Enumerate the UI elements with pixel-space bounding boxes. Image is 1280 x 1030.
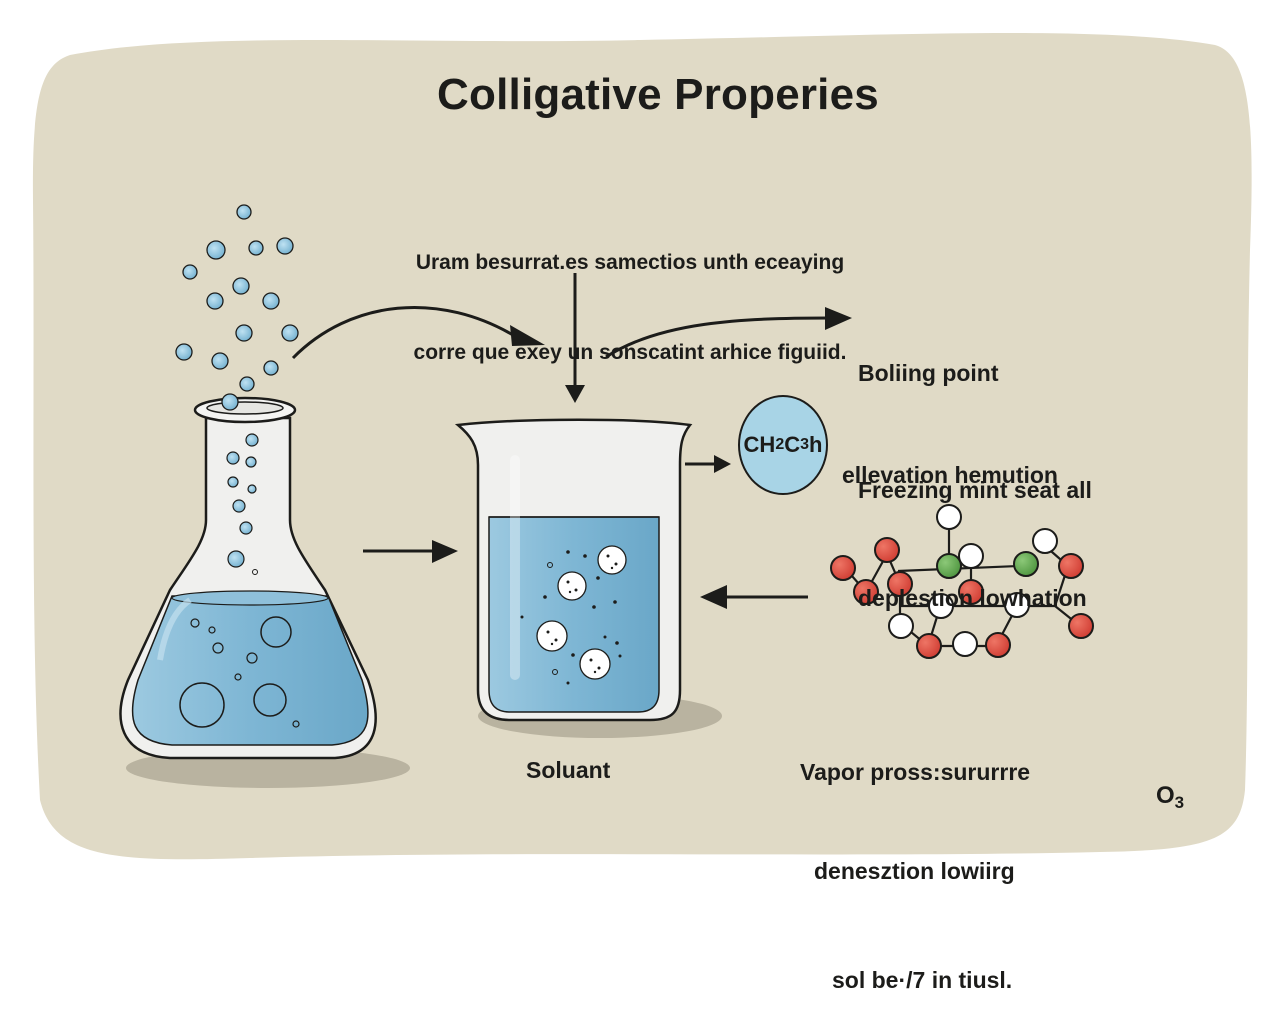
page-title: Colligative Properies [437,70,879,119]
intro-text: Uram besurrat.es samectios unth eceaying… [360,188,900,398]
molecule-icon [830,504,1094,659]
corner-formula-label: O3 [1156,782,1184,813]
intro-line-2: corre que exey un sonscatint arhice figu… [413,341,847,364]
boiling-line-2: ellevation hemution [842,462,1058,488]
beaker-icon [454,418,693,722]
curved-arrow-flask-to-beaker [291,306,519,360]
intro-line-1: Uram besurrat.es samectios unth eceaying [415,251,845,274]
curved-arrow-to-boiling [605,316,831,359]
arrow-icon [291,273,831,599]
corner-formula-base: O [1156,782,1175,809]
formula-part-1: CH [743,432,776,457]
bubble-icon [175,204,299,411]
diagram-canvas [32,33,1252,860]
formula-sub-1: 2 [775,436,785,453]
freezing-point-label: Freezing mint seat all deplestion lowhat… [858,400,1092,652]
freezing-line-2: deplestion lowhation [858,585,1087,611]
solvent-label: Soluant [526,757,611,783]
corner-formula-sub: 3 [1174,793,1185,812]
boiling-point-label: Boliing point ellevation hemution [842,288,1058,526]
vapor-pressure-label: Vapor pross:sururrre denesztion lowiirg … [800,690,1030,1030]
freezing-line-1: Freezing mint seat all [858,477,1092,503]
vapor-line-2: denesztion lowiirg [814,858,1015,884]
formula-part-2: C [784,432,801,457]
erlenmeyer-flask-icon [119,396,377,760]
formula-part-3: h [809,432,823,457]
formula-sub-2: 3 [800,436,810,453]
vapor-line-3: sol be·/7 in tiusl. [832,967,1013,993]
boiling-line-1: Boliing point [858,360,999,386]
arrowheads [432,307,852,609]
vapor-line-1: Vapor pross:sururrre [800,759,1031,785]
